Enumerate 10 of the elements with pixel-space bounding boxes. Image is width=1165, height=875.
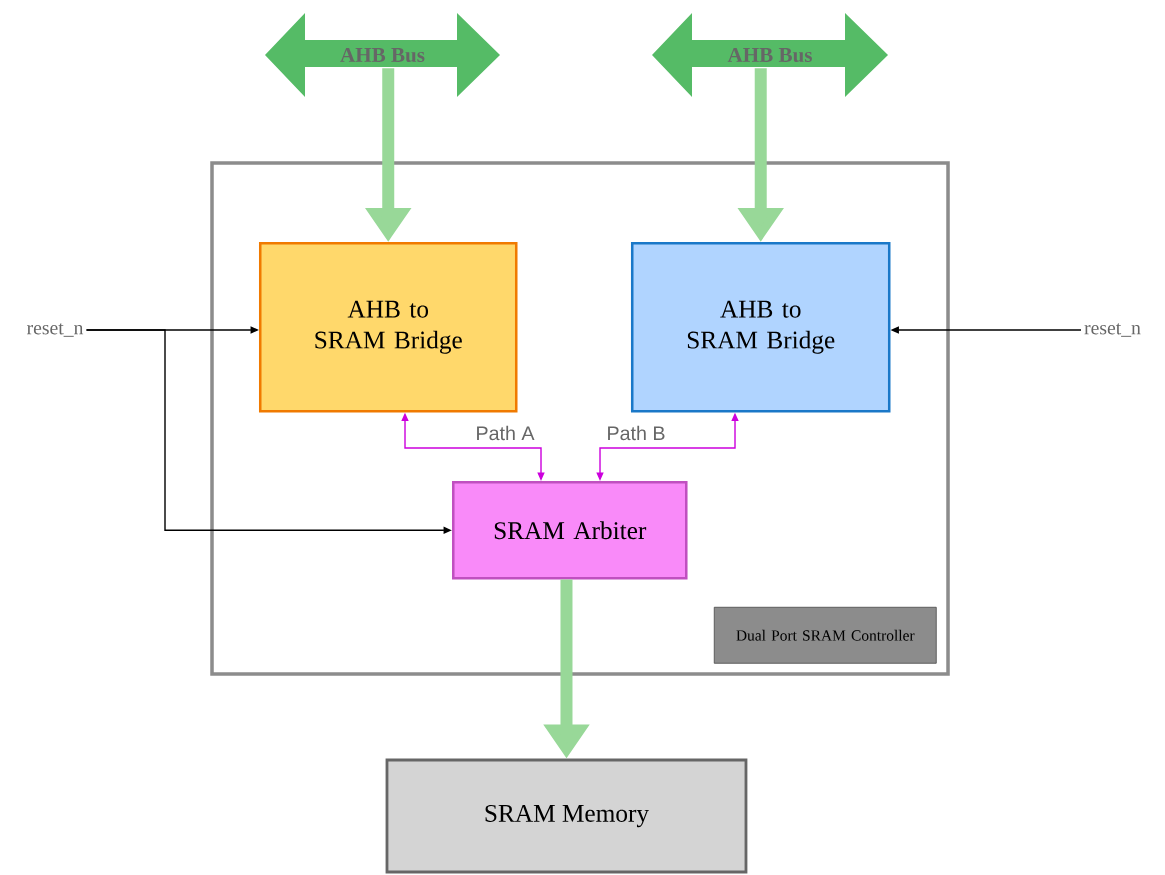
block-box: AHB to SRAM Bridge [259, 242, 518, 413]
edge-label: Path A [474, 424, 536, 442]
controller-frame [210, 161, 950, 676]
block-box: SRAM Arbiter [452, 481, 688, 580]
edge-label: Path B [605, 424, 667, 442]
signal-label: reset_n [27, 323, 84, 337]
title-tag: Dual Port SRAM Controller [713, 606, 937, 664]
memory-box: SRAM Memory [385, 758, 748, 874]
signal-label: reset_n [1084, 323, 1141, 337]
block-box: AHB to SRAM Bridge [630, 242, 891, 413]
